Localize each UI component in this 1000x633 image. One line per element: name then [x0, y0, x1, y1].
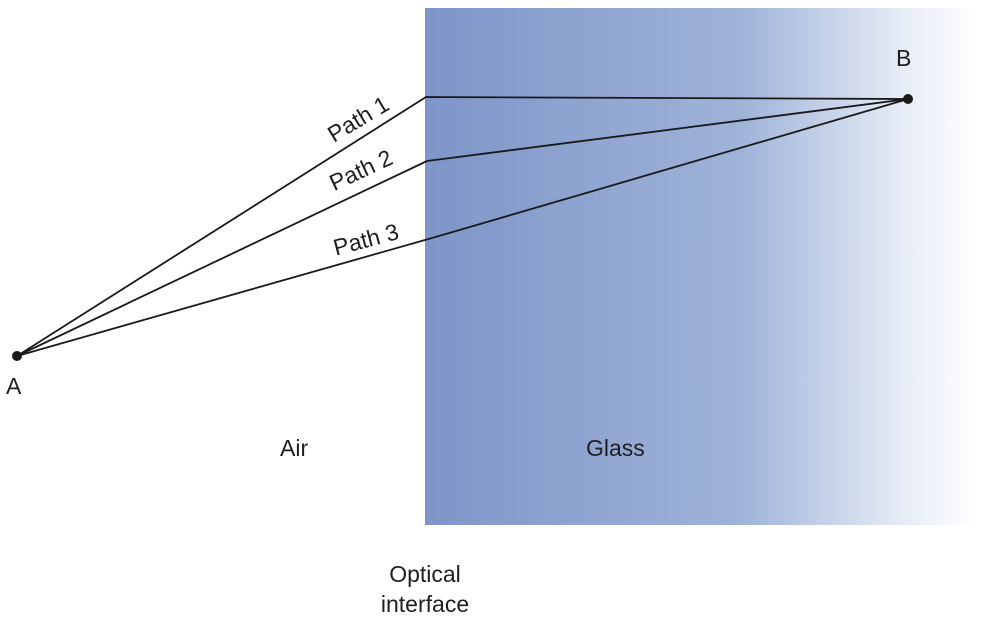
- path-3-line: [16, 98, 909, 357]
- glass-region: [425, 8, 1000, 525]
- point-a-dot: [12, 351, 22, 361]
- optical-interface-label-line2: interface: [380, 590, 470, 617]
- air-region-label: Air: [280, 435, 309, 461]
- glass-region-label: Glass: [586, 435, 645, 461]
- point-a-label: A: [6, 373, 22, 399]
- point-b-label: B: [896, 45, 912, 71]
- optical-interface-label-line1: Optical: [389, 561, 461, 587]
- point-b-dot: [903, 94, 913, 104]
- path-1-line: [16, 96, 909, 357]
- optical-interface-label: Optical interface: [350, 560, 500, 620]
- path-2-line: [16, 98, 909, 357]
